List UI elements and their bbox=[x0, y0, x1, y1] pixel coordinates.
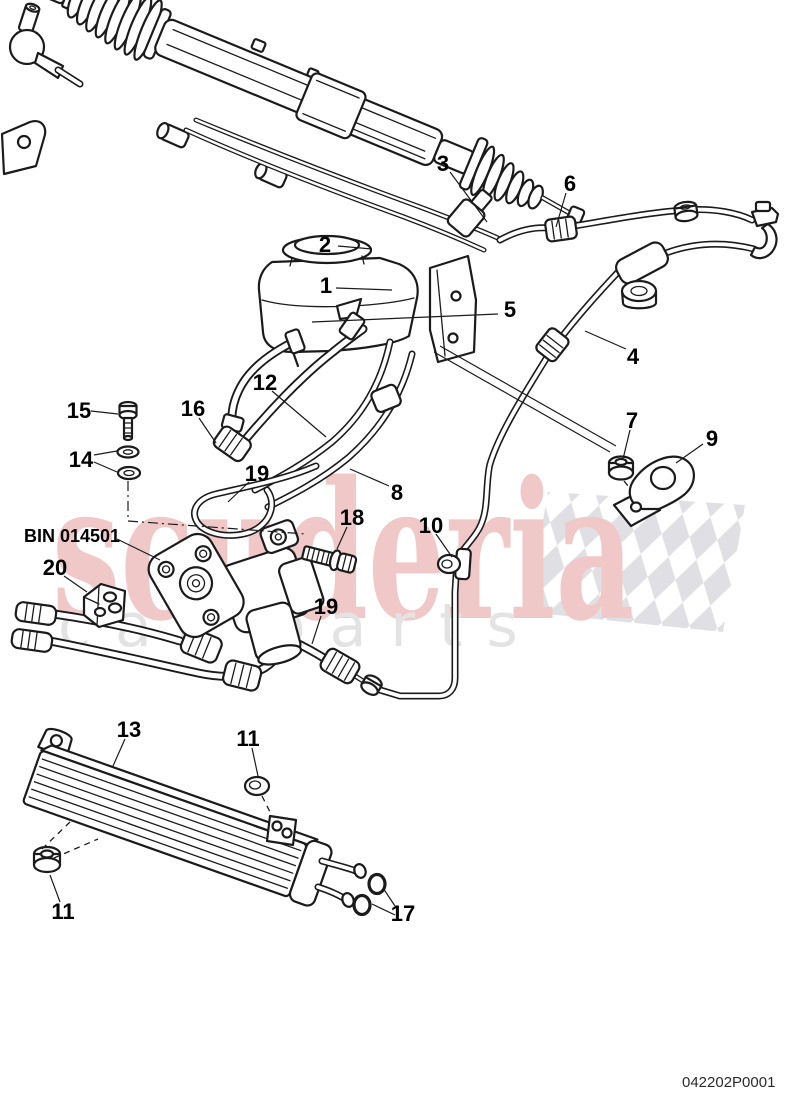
swaged-ferrule bbox=[319, 647, 361, 685]
pump-flange bbox=[147, 532, 245, 639]
nut-11-left bbox=[32, 845, 62, 874]
callout-11b: 11 bbox=[51, 899, 74, 924]
callout-labels: 1 2 3 4 5 6 7 8 9 10 11 11 12 13 14 15 1… bbox=[43, 151, 718, 926]
callout-1: 1 bbox=[320, 273, 332, 298]
callout-16: 16 bbox=[181, 396, 205, 421]
fluid-reservoir bbox=[257, 234, 419, 368]
pipe-fitting bbox=[544, 215, 578, 243]
callout-8: 8 bbox=[391, 480, 403, 505]
drawing-number: 042202P0001 bbox=[682, 1074, 775, 1091]
callout-6: 6 bbox=[564, 171, 576, 196]
bin-note: BIN 014501 bbox=[24, 526, 120, 546]
banjo-end-fitting bbox=[749, 200, 780, 260]
callout-17: 17 bbox=[391, 901, 415, 926]
callout-11: 11 bbox=[236, 726, 259, 751]
rubber-mount bbox=[620, 279, 658, 310]
hose-ferrule bbox=[535, 327, 570, 363]
callout-14: 14 bbox=[69, 447, 94, 472]
callout-5: 5 bbox=[504, 297, 516, 322]
o-rings-17 bbox=[352, 872, 387, 917]
rack-housing bbox=[38, 0, 586, 225]
callout-12: 12 bbox=[253, 370, 277, 395]
callout-3: 3 bbox=[437, 151, 449, 176]
callout-15: 15 bbox=[67, 398, 91, 423]
tie-rod-end bbox=[8, 2, 80, 84]
hose-sleeve bbox=[615, 241, 669, 285]
callout-13: 13 bbox=[117, 717, 141, 742]
reservoir-cap bbox=[281, 234, 373, 267]
pipe-nut bbox=[673, 200, 699, 223]
callout-4: 4 bbox=[627, 344, 640, 369]
grommet-block-20 bbox=[82, 582, 127, 629]
nut-7 bbox=[607, 455, 635, 481]
cooler-bracket bbox=[265, 814, 298, 847]
hose-coupling bbox=[212, 425, 252, 463]
checkered-flag bbox=[527, 492, 745, 632]
callout-10: 10 bbox=[419, 513, 443, 538]
watermark-primary-text: scuderia bbox=[52, 439, 634, 663]
grommet-11-right bbox=[243, 775, 271, 797]
callout-18: 18 bbox=[340, 505, 364, 530]
washers-14 bbox=[116, 445, 142, 481]
leader-lines bbox=[49, 171, 704, 916]
p-clamp-9 bbox=[612, 455, 695, 528]
callout-19: 19 bbox=[245, 461, 269, 486]
power-steering-pump bbox=[147, 519, 325, 666]
hydraulic-lines bbox=[10, 200, 780, 698]
steering-rack-assembly bbox=[0, 0, 586, 250]
bolt-15 bbox=[118, 400, 138, 442]
hose-end-fitting bbox=[10, 628, 54, 653]
mounting-bracket bbox=[428, 254, 478, 364]
callout-20: 20 bbox=[43, 555, 67, 580]
pipe-sleeve bbox=[370, 383, 402, 414]
bolt-18 bbox=[301, 545, 358, 574]
callout-19b: 19 bbox=[314, 594, 338, 619]
callout-7: 7 bbox=[626, 408, 638, 433]
oil-cooler bbox=[22, 727, 387, 917]
callout-9: 9 bbox=[706, 426, 718, 451]
pump-clamp-block bbox=[259, 519, 300, 555]
callout-2: 2 bbox=[319, 232, 331, 257]
hose-end-fitting bbox=[14, 601, 58, 626]
line-grommet bbox=[436, 547, 472, 581]
union-nut bbox=[360, 674, 383, 696]
